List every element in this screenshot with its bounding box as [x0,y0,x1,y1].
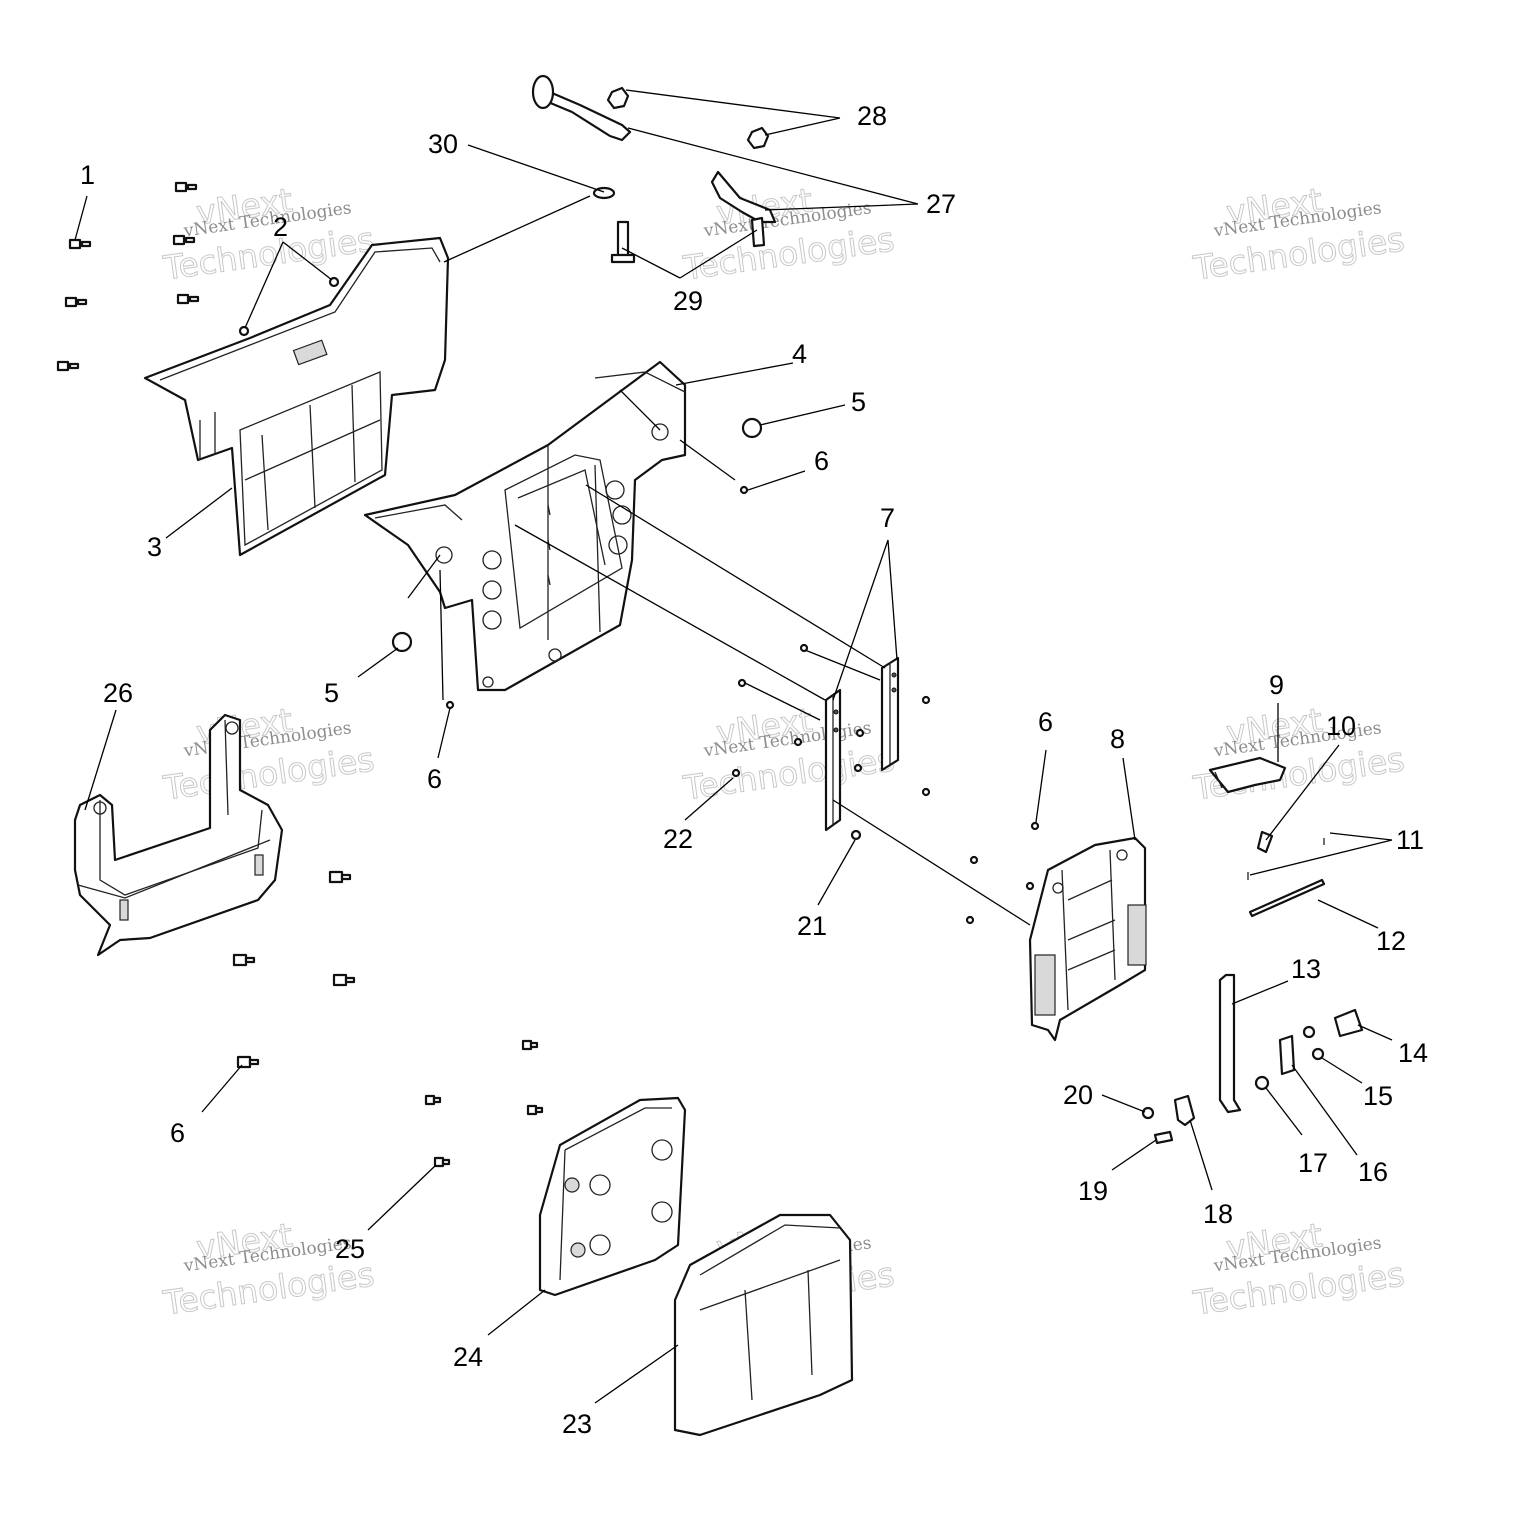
screw [64,296,88,308]
callout-6: 6 [814,446,829,476]
callout-5: 5 [324,678,339,708]
part-13-rod [1218,973,1242,1114]
part-16-plate [1278,1034,1296,1076]
callout-19: 19 [1078,1176,1108,1206]
link-27 [543,88,632,142]
watermark: vNext vNext Technologies Technologies [160,700,377,808]
callout-6: 6 [427,764,442,794]
nut-28b [746,126,770,150]
part-9-latch [1208,756,1287,794]
watermark: vNext vNext Technologies Technologies [680,700,897,808]
bolt-29 [610,220,636,264]
callout-9: 9 [1269,670,1284,700]
nut-28a [606,86,630,110]
callout-1: 1 [80,160,95,190]
hardware-top-right [391,74,777,653]
callout-22: 22 [663,824,693,854]
part-7-rails [824,656,900,832]
screw [526,1104,544,1116]
callout-30: 30 [428,129,458,159]
part-24-seat-base [538,1096,687,1297]
callout-2: 2 [273,212,288,242]
watermark: vNext vNext Technologies Technologies [1190,180,1407,288]
screw [236,1055,260,1069]
callout-labels: 1 2 3 4 5 5 6 6 6 6 7 8 9 10 11 12 13 14… [80,101,1428,1439]
hardware-small-screws [56,181,1040,1168]
callout-20: 20 [1063,1080,1093,1110]
screw [328,870,352,884]
callout-28: 28 [857,101,887,131]
screw [176,293,200,305]
callout-6: 6 [170,1118,185,1148]
callout-3: 3 [147,532,162,562]
screw [172,234,196,246]
callout-11: 11 [1396,825,1424,855]
callout-13: 13 [1291,954,1321,984]
callout-6: 6 [1038,707,1053,737]
screw [232,953,256,967]
screw [433,1156,451,1168]
callout-18: 18 [1203,1199,1233,1229]
callout-16: 16 [1358,1157,1388,1187]
leader-lines [74,89,1393,1404]
callout-12: 12 [1376,926,1406,956]
watermark: vNext vNext Technologies Technologies [1190,700,1407,808]
part-19-bolt [1153,1130,1174,1145]
callout-23: 23 [562,1409,592,1439]
part-14-bracket [1333,1008,1364,1038]
clip-27 [710,170,777,224]
part-4-main-bracket [363,360,687,692]
callout-10: 10 [1326,711,1356,741]
callout-25: 25 [335,1234,365,1264]
part-20-bolt [1141,1106,1155,1120]
callout-26: 26 [103,678,133,708]
callout-21: 21 [797,911,827,941]
screw [174,181,198,193]
part-17-washer [1254,1075,1270,1091]
callout-24: 24 [453,1342,483,1372]
screw [332,973,356,987]
bolt-29b [750,216,766,248]
screw [68,238,92,250]
part-3-rear-panel [143,236,450,557]
screw [424,1094,442,1106]
callout-29: 29 [673,286,703,316]
part-12-rod [1248,878,1326,918]
nut-5b [391,631,413,653]
part-8-side-bracket [1028,836,1147,1042]
callout-7: 7 [880,503,895,533]
part-23-cushion [673,1213,854,1437]
callout-27: 27 [926,189,956,219]
hardware-latch-group [1141,756,1364,1145]
part-18-bracket [1173,1094,1196,1127]
callout-8: 8 [1110,724,1125,754]
callout-14: 14 [1398,1038,1428,1068]
nut-5a [741,417,763,439]
watermark: vNext vNext Technologies Technologies [680,180,897,288]
part-15-nut [1302,1025,1316,1039]
screw [56,360,80,372]
callout-5: 5 [851,387,866,417]
callout-15: 15 [1363,1081,1393,1111]
callout-4: 4 [792,339,807,369]
screw [521,1039,539,1051]
part-26-lower-cover [73,713,284,957]
callout-17: 17 [1298,1148,1328,1178]
